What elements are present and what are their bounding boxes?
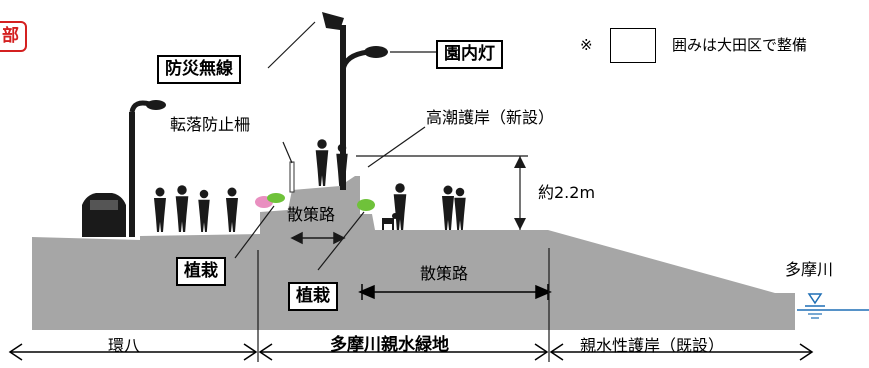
zone-center-label: 多摩川親水緑地: [330, 335, 449, 355]
person-icon: [175, 185, 189, 232]
ground-profile: [32, 176, 795, 330]
lower-path-label: 散策路: [420, 264, 469, 283]
height-arrows: [514, 156, 526, 230]
planting-left-label: 植栽: [176, 257, 226, 286]
disaster-radio-label: 防災無線: [157, 55, 241, 84]
zone-left-label: 環八: [108, 336, 141, 355]
planting-right-label: 植栽: [288, 282, 338, 311]
fall-fence-post: [289, 161, 295, 193]
zone-arrows: [8, 343, 814, 361]
disaster-radio-horn-icon: [322, 12, 344, 30]
river-label: 多摩川: [785, 260, 834, 279]
legend-mark: ※: [580, 36, 593, 54]
person-icon: [198, 189, 210, 232]
upper-path-arrow: [290, 231, 346, 245]
legend-text: 囲みは大田区で整備: [672, 36, 808, 54]
height-label: 約2.2m: [538, 183, 596, 202]
leader-lines: [234, 21, 528, 271]
person-icon: [393, 183, 407, 230]
corner-tag: 部: [0, 21, 27, 52]
high-tide-wall-label: 高潮護岸（新設）: [426, 108, 555, 127]
person-icon: [454, 187, 466, 230]
park-light-label: 園内灯: [436, 40, 503, 69]
fall-fence-label: 転落防止柵: [170, 115, 251, 134]
person-icon: [315, 139, 329, 186]
person-icon: [226, 187, 238, 232]
lower-path-arrow: [358, 284, 552, 300]
river-water: [797, 293, 869, 319]
person-icon: [442, 185, 454, 230]
people-silhouettes: [154, 139, 466, 232]
legend-box: [610, 28, 656, 63]
planting-left-green: [267, 193, 285, 203]
planting-right-blob: [357, 199, 375, 211]
person-icon: [336, 143, 348, 186]
section-dividers: [257, 248, 550, 362]
upper-path-label: 散策路: [287, 205, 336, 224]
person-icon: [154, 187, 166, 232]
street-lamp-icon: [129, 100, 166, 237]
park-light-icon: [340, 25, 388, 190]
car-icon: [82, 193, 126, 237]
zone-right-label: 親水性護岸（既設）: [580, 336, 725, 355]
dog-icon: [382, 213, 398, 230]
